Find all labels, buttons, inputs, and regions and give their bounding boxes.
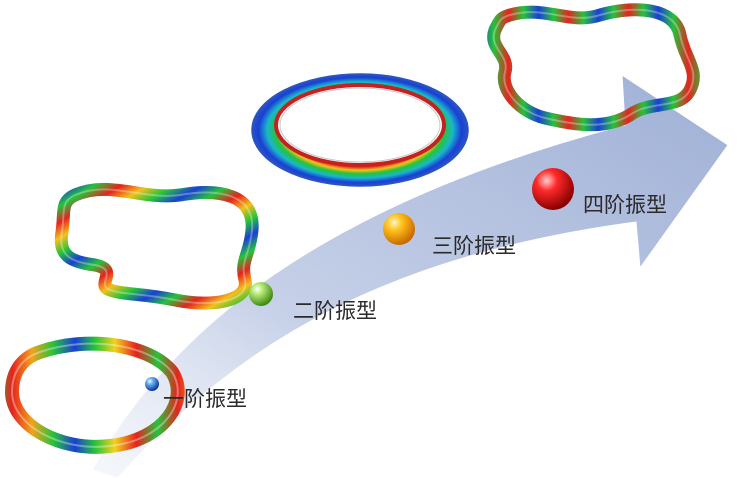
mode-2-label: 二阶振型 [293, 299, 377, 323]
mode-4-label: 四阶振型 [583, 193, 667, 217]
mode-2-shape [54, 182, 259, 310]
mode-4-shape [487, 3, 700, 132]
mode-1-label: 一阶振型 [163, 387, 247, 411]
mode-2-marker [249, 282, 273, 306]
mode-3-marker [383, 213, 415, 245]
mode-1-shape [4, 336, 185, 454]
mode-4-marker [532, 168, 574, 210]
mode-3-shape [251, 73, 469, 187]
mode-1-marker [145, 377, 159, 391]
mode-3-label: 三阶振型 [432, 234, 516, 258]
